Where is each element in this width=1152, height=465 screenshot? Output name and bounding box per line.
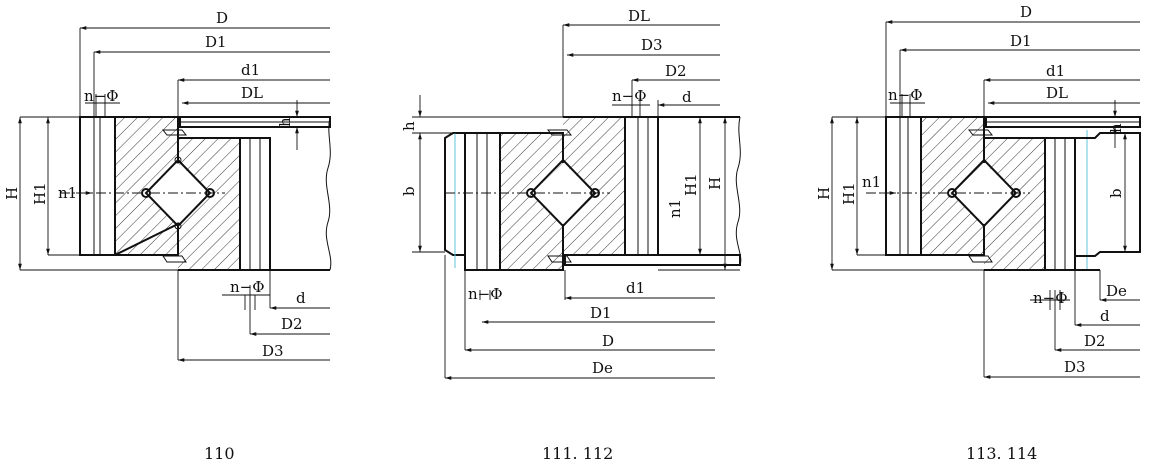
label-De: De xyxy=(1106,282,1127,300)
label-n-phi-bottom: n−Φ xyxy=(468,285,503,303)
label-d: d xyxy=(1100,307,1110,325)
figure-110: D D1 d1 DL n−Φ h n1 H H1 n−Φ d D2 D3 110 xyxy=(3,9,332,463)
label-d: d xyxy=(682,88,692,106)
figure-113-114: D D1 d1 DL n−Φ h n1 H H1 b n−Φ De d D2 D… xyxy=(815,3,1141,463)
label-d1: d1 xyxy=(241,61,260,79)
label-d1: d1 xyxy=(626,279,645,297)
inner-ring-section xyxy=(178,137,241,271)
label-D: D xyxy=(216,9,228,27)
label-n-phi-bottom: n−Φ xyxy=(230,278,265,296)
label-H1: H1 xyxy=(840,182,858,205)
label-DL: DL xyxy=(241,84,263,102)
label-D3: D3 xyxy=(1064,358,1086,376)
label-H1: H1 xyxy=(682,173,700,196)
label-D2: D2 xyxy=(281,315,303,333)
label-n1: n1 xyxy=(58,184,77,202)
label-b: b xyxy=(1107,188,1125,198)
label-D1: D1 xyxy=(1010,32,1032,50)
label-d1: d1 xyxy=(1046,62,1065,80)
label-D: D xyxy=(1020,3,1032,21)
label-h: h xyxy=(400,121,418,131)
label-n-phi-top: n−Φ xyxy=(84,87,119,105)
label-n-phi-top: n−Φ xyxy=(888,86,923,104)
label-n-phi-top: n−Φ xyxy=(612,87,647,105)
label-D1: D1 xyxy=(205,33,227,51)
label-H: H xyxy=(3,187,21,200)
label-H1: H1 xyxy=(31,182,49,205)
label-b: b xyxy=(400,186,418,196)
label-D2: D2 xyxy=(1084,332,1106,350)
label-H: H xyxy=(706,177,724,190)
label-D3: D3 xyxy=(262,342,284,360)
label-D: D xyxy=(602,332,614,350)
label-n1: n1 xyxy=(666,199,684,218)
outer-ring-section xyxy=(114,116,179,256)
label-De: De xyxy=(592,359,613,377)
figure-caption: 111. 112 xyxy=(542,444,613,463)
figure-111-112: DL D3 D2 n−Φ d h b H1 H n1 n−Φ d1 D1 D D… xyxy=(400,7,742,463)
label-d: d xyxy=(296,289,306,307)
label-DL: DL xyxy=(628,7,650,25)
raceway xyxy=(144,158,212,228)
figure-caption: 113. 114 xyxy=(966,444,1037,463)
label-n-phi-bottom: n−Φ xyxy=(1033,289,1068,307)
label-h: h xyxy=(276,117,294,127)
label-D3: D3 xyxy=(641,36,663,54)
label-DL: DL xyxy=(1046,84,1068,102)
figure-caption: 110 xyxy=(204,444,235,463)
label-H: H xyxy=(815,187,833,200)
label-D2: D2 xyxy=(665,62,687,80)
label-D1: D1 xyxy=(590,304,612,322)
label-h: h xyxy=(1107,123,1125,133)
label-n1: n1 xyxy=(862,173,881,191)
